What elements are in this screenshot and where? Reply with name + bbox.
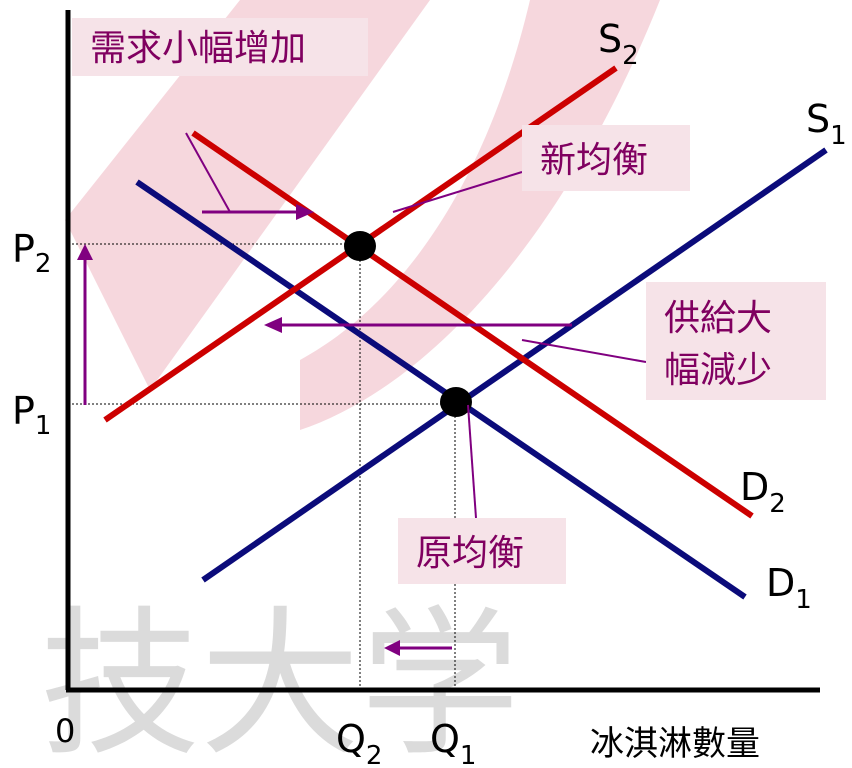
watermark-text: 技大学 [40,591,520,768]
curve-d1-subscript: 1 [795,585,812,615]
price-rise-arrowhead [77,244,93,260]
supply-decrease-label-2: 幅減少 [664,350,772,391]
school-logo-watermark: 技大学 [40,0,660,768]
supply-decrease-box [646,282,826,400]
new-equilibrium-label: 新均衡 [540,140,648,181]
original-equilibrium-label: 原均衡 [416,533,524,574]
curve-label-s1: S1 [806,97,847,151]
leader-lines [185,132,647,519]
new-eq-label-leader [392,171,523,213]
demand-increase-label: 需求小幅增加 [90,28,306,69]
supply-shift-arrowhead [264,317,282,333]
orig-eq-label-leader [467,404,477,519]
curve-s1-subscript: 1 [830,121,847,151]
quantity-label-q2: Q2 [336,717,382,768]
quantity-label-q1: Q1 [430,717,476,768]
supply-decrease-label-1: 供給大 [664,298,772,339]
quantity-decrease-arrowhead [384,640,400,656]
new-equilibrium-point [344,231,376,261]
curve-d2-subscript: 2 [769,489,786,519]
curve-s2-subscript: 2 [622,41,639,71]
shift-arrows [77,204,572,656]
curve-label-s2: S2 [598,17,639,71]
quantity-q1-subscript: 1 [460,741,477,768]
new-equilibrium-box [522,125,690,191]
quantity-q2-subscript: 2 [366,741,383,768]
price-p2-subscript: 2 [35,249,52,279]
price-label-p1: P1 [12,389,51,441]
origin-label: 0 [55,712,75,750]
price-label-p2: P2 [12,227,51,279]
price-p1-subscript: 1 [35,411,52,441]
x-axis-label: 冰淇淋數量 [590,724,760,764]
supply-curve-s1 [201,147,828,583]
demand-curve-d1 [135,179,747,600]
demand-increase-box [72,18,368,76]
curve-label-d1: D1 [766,561,812,615]
watermark-arc [65,0,430,390]
watermark-swoosh [300,0,660,430]
original-equilibrium-box [398,518,566,584]
supply-label-leader [521,339,647,363]
original-equilibrium-point [440,387,472,417]
curve-label-d2: D2 [740,465,786,519]
demand-label-leader [185,132,231,213]
demand-shift-arrowhead [296,204,314,220]
